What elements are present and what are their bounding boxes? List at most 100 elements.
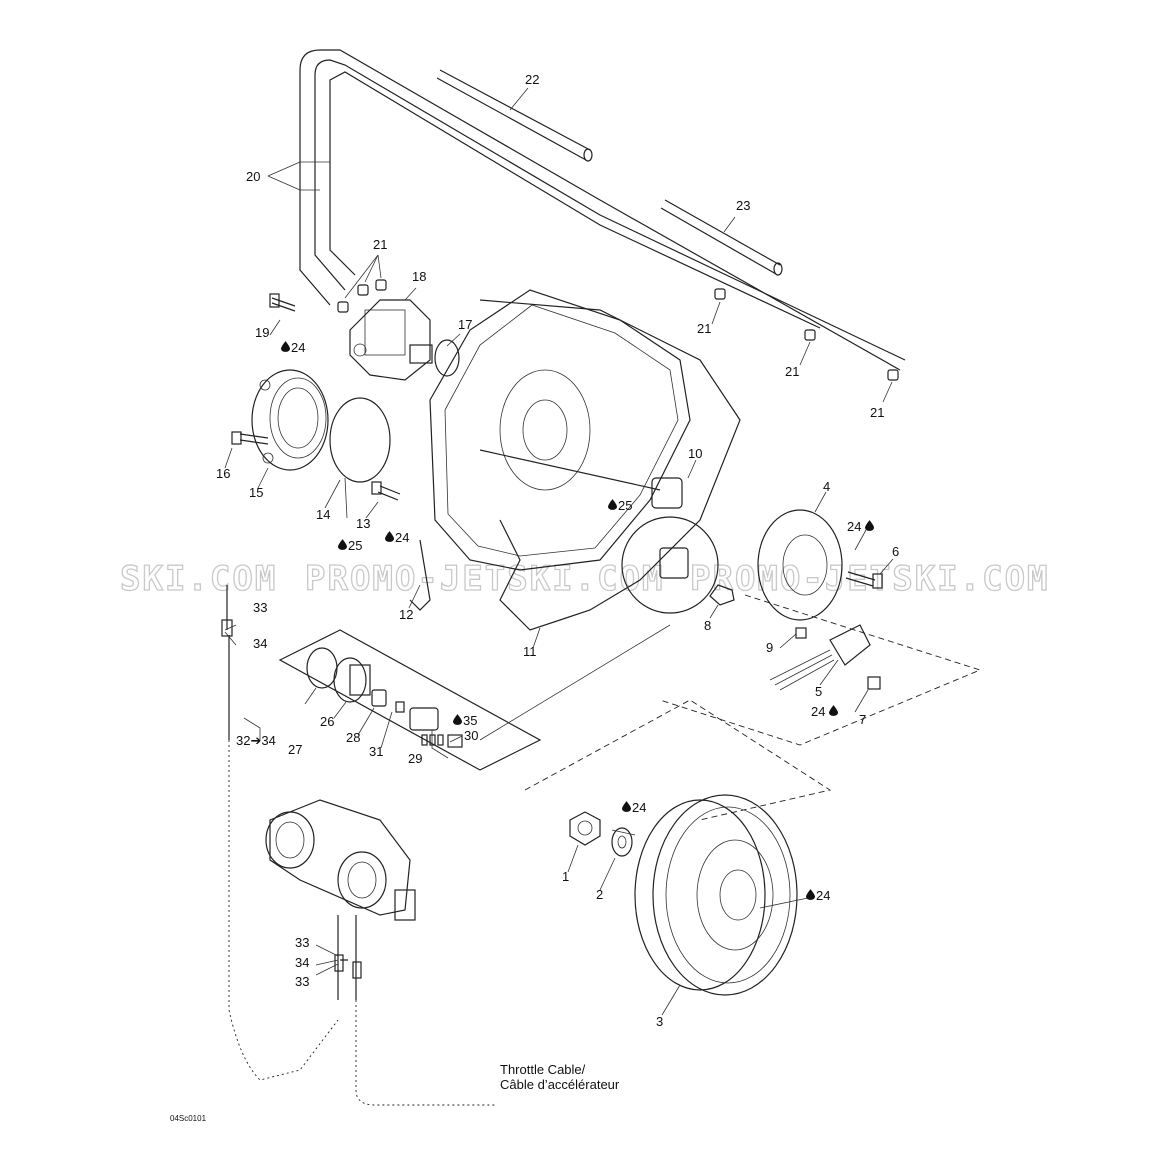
callout-30: 30: [464, 728, 478, 743]
oil-drop-icon: [281, 341, 290, 352]
throttle-cable-lower: [228, 740, 495, 1106]
callout-24-e: 24: [632, 800, 646, 815]
clip-31: [395, 701, 405, 713]
callout-9: 9: [766, 640, 773, 655]
oil-drop-icon: [453, 714, 462, 725]
o-ring-14: [329, 397, 391, 483]
flywheel-3: [634, 794, 798, 996]
pump-18: [349, 299, 433, 381]
callout-27: 27: [288, 742, 302, 757]
callout-28: 28: [346, 730, 360, 745]
callout-34-a: 34: [253, 636, 267, 651]
svg-text:PROMO-JETSKI.COM: PROMO-JETSKI.COM: [690, 559, 1050, 599]
callout-17: 17: [458, 317, 472, 332]
callout-24-a: 24: [291, 340, 305, 355]
callout-box-dashed: [524, 594, 982, 821]
callout-26: 26: [320, 714, 334, 729]
callout-13: 13: [356, 516, 370, 531]
watermark: SKI.COM PROMO-JETSKI.COM PROMO-JETSKI.CO…: [119, 558, 1050, 599]
callout-33-b: 33: [295, 935, 309, 950]
inset-frame: [278, 629, 542, 771]
svg-text:SKI.COM: SKI.COM: [120, 559, 277, 599]
tube-23: [660, 199, 783, 276]
callout-32-34: 32➔34: [236, 733, 276, 748]
cover-12: [409, 289, 691, 611]
detail-circle: [621, 516, 719, 614]
seal-28: [371, 689, 387, 707]
screw-13: [371, 481, 401, 501]
callout-16: 16: [216, 466, 230, 481]
oil-drop-icon: [385, 531, 394, 542]
connector-10: [479, 449, 683, 509]
callout-19: 19: [255, 325, 269, 340]
nut-1: [569, 811, 601, 846]
screw-19: [269, 293, 296, 312]
screw-9: [795, 627, 807, 639]
callout-7: 7: [859, 712, 866, 727]
drawing-code: 04Sc0101: [170, 1114, 207, 1123]
callout-20: 20: [246, 169, 260, 184]
callout-23: 23: [736, 198, 750, 213]
callout-11: 11: [523, 644, 537, 659]
callout-1: 1: [562, 869, 569, 884]
oil-drop-icon: [608, 499, 617, 510]
callout-10: 10: [688, 446, 702, 461]
callout-24-f: 24: [816, 888, 830, 903]
bracket-8: [709, 584, 735, 606]
callout-15: 15: [249, 485, 263, 500]
oil-drop-icon: [865, 520, 874, 531]
callout-labels: 1 2 3 4 5 6 7 8 9 10 11 12 13 14 15 16 1…: [216, 72, 899, 1029]
callout-3: 3: [656, 1014, 663, 1029]
callout-12: 12: [399, 607, 413, 622]
callout-21-c: 21: [785, 364, 799, 379]
washer-2: [611, 827, 633, 857]
callout-18: 18: [412, 269, 426, 284]
callout-5: 5: [815, 684, 822, 699]
leader-inset: [479, 624, 671, 741]
leader-lines: [224, 87, 894, 1016]
callout-29: 29: [408, 751, 422, 766]
callout-24-b: 24: [395, 530, 409, 545]
tube-22: [436, 69, 593, 162]
svg-text:PROMO-JETSKI.COM: PROMO-JETSKI.COM: [305, 559, 665, 599]
housing-15: [251, 369, 329, 471]
throttle-body: [265, 799, 416, 921]
adapter-26: [333, 657, 371, 703]
throttle-cable-caption: Throttle Cable/ Câble d’accélérateur: [500, 1062, 619, 1092]
callout-35: 35: [463, 713, 477, 728]
callout-14: 14: [316, 507, 330, 522]
throttle-cable-upper: [221, 585, 233, 740]
callout-24-c: 24: [847, 519, 861, 534]
pins-30: [421, 734, 463, 748]
callout-21-d: 21: [870, 405, 884, 420]
screw-7: [867, 676, 881, 690]
caption-line-2: Câble d’accélérateur: [500, 1077, 620, 1092]
callout-34-b: 34: [295, 955, 309, 970]
oil-drop-icon: [829, 705, 838, 716]
callout-22: 22: [525, 72, 539, 87]
callout-24-d: 24: [811, 704, 825, 719]
tube-20: [299, 49, 906, 371]
callout-25-b: 25: [618, 498, 632, 513]
stator-4: [757, 509, 843, 621]
gasket-11: [479, 299, 741, 631]
seal-27: [306, 647, 338, 689]
oil-drop-icon: [806, 889, 815, 900]
callout-2: 2: [596, 887, 603, 902]
callout-33-a: 33: [253, 600, 267, 615]
connector-29: [409, 707, 439, 731]
oil-drop-icon: [338, 539, 347, 550]
oil-drop-icon: [622, 801, 631, 812]
callout-21-a: 21: [373, 237, 387, 252]
drop-callouts: 24 25 24 25 24 24 24 24 35: [281, 340, 874, 903]
clips-21: [337, 279, 899, 381]
callout-6: 6: [892, 544, 899, 559]
callout-31: 31: [369, 744, 383, 759]
screw-6: [845, 571, 883, 589]
sensor-5: [769, 624, 871, 691]
screw-16: [231, 431, 269, 445]
callout-8: 8: [704, 618, 711, 633]
callout-25-a: 25: [348, 538, 362, 553]
